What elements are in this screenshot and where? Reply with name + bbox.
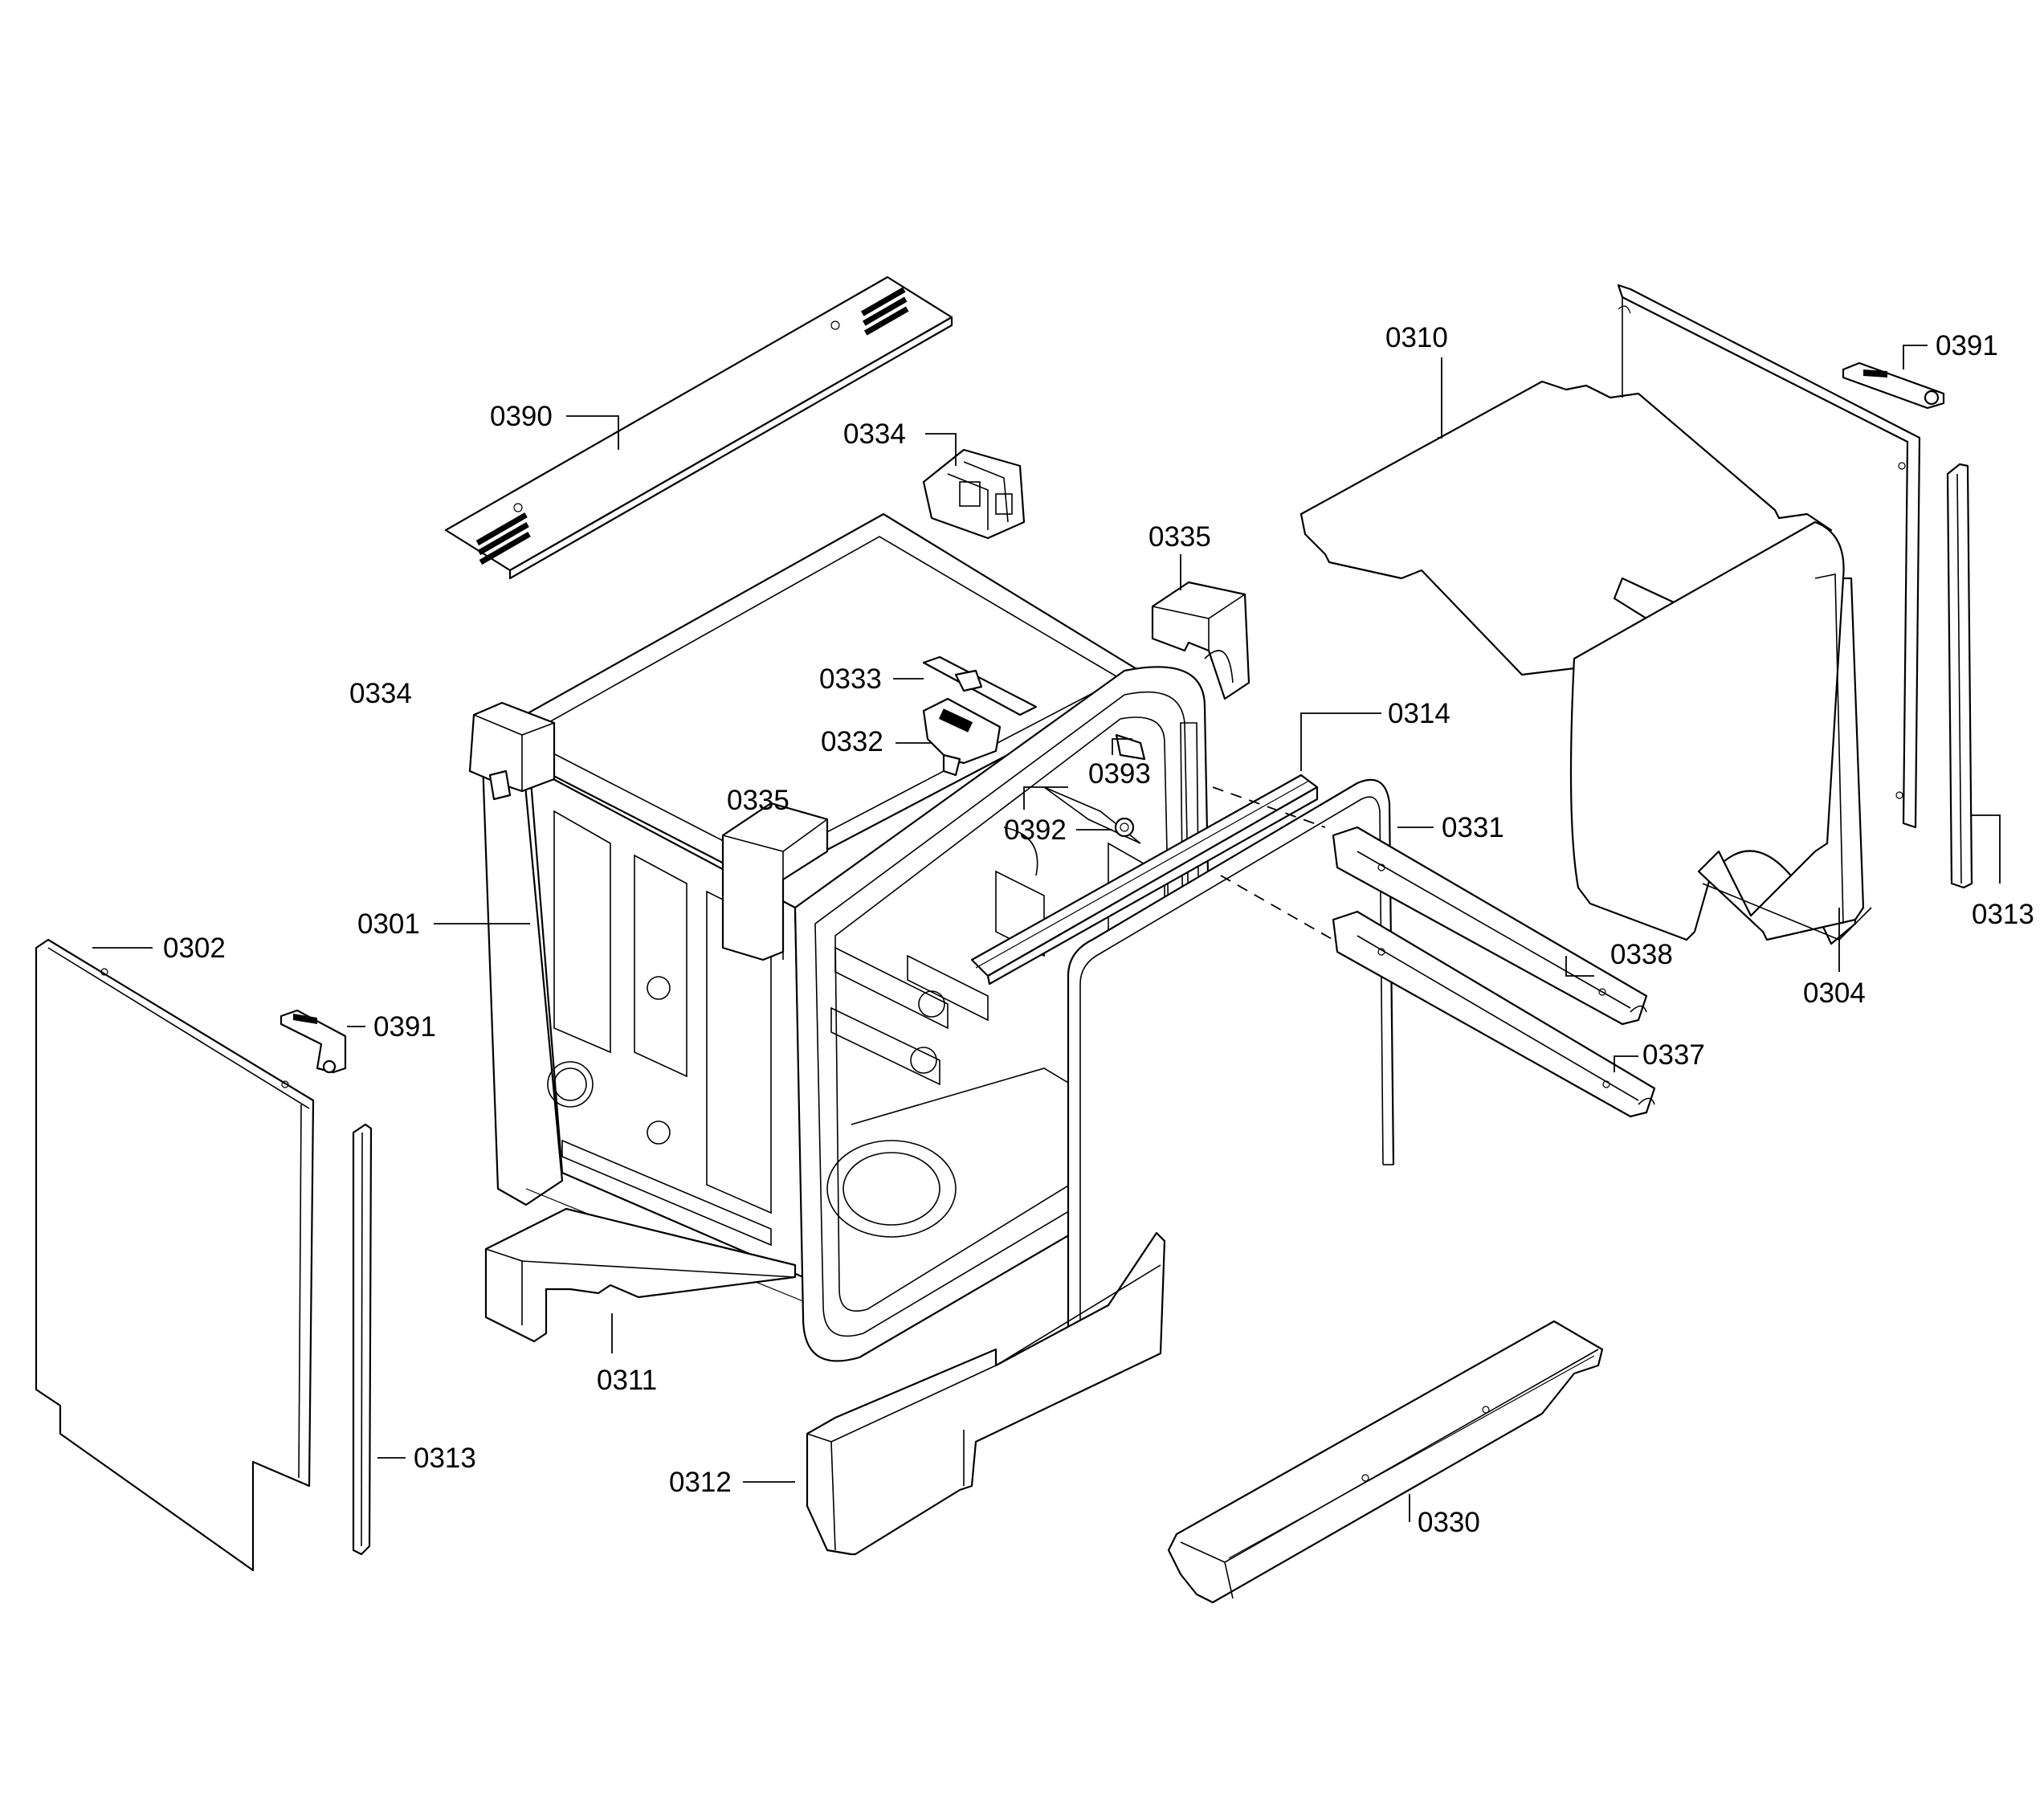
part-0334-left-block xyxy=(468,701,556,801)
callout-0335-right: 0335 xyxy=(1148,521,1211,553)
callout-0311: 0311 xyxy=(597,1365,657,1396)
part-right-side-panel xyxy=(1617,284,1921,829)
callout-0332: 0332 xyxy=(821,726,883,757)
callout-0333: 0333 xyxy=(819,663,882,695)
dashed-guide-1 xyxy=(1212,786,1326,828)
part-0333-rail xyxy=(922,655,1038,716)
part-0302-left-panel xyxy=(35,938,315,1572)
part-0335-left-block xyxy=(721,802,829,961)
callout-0304: 0304 xyxy=(1803,978,1866,1009)
part-0313-left-strip xyxy=(352,1123,373,1556)
callout-0313-left: 0313 xyxy=(414,1443,476,1474)
callout-0312: 0312 xyxy=(669,1467,732,1498)
part-0314-rail xyxy=(970,773,1319,986)
callout-0390: 0390 xyxy=(490,401,553,432)
part-0304-back-insulation xyxy=(1569,520,1872,945)
leader-lines xyxy=(92,345,2001,1522)
part-0338-rack-rail xyxy=(1332,826,1648,1026)
part-0335-right-block xyxy=(1151,581,1250,700)
callout-0310: 0310 xyxy=(1385,322,1448,353)
callout-0314: 0314 xyxy=(1388,698,1450,729)
part-0391-right-bracket xyxy=(1842,361,1945,410)
part-0331-door-seal xyxy=(1067,778,1395,1358)
callout-0335-left: 0335 xyxy=(727,785,789,816)
callout-0302: 0302 xyxy=(163,933,226,964)
dashed-guide-2 xyxy=(1220,875,1334,941)
callout-0313-right: 0313 xyxy=(1972,899,2034,930)
part-0390-top-plate xyxy=(444,276,953,580)
callout-labels: 0390 0334 0334 0335 0335 0333 0332 0393 … xyxy=(163,322,2034,1538)
callout-0331: 0331 xyxy=(1442,812,1504,843)
callout-0334-top: 0334 xyxy=(843,418,906,450)
part-0334-upper-hinge-block xyxy=(922,448,1026,540)
callout-0330: 0330 xyxy=(1418,1507,1480,1538)
part-0313-right-strip xyxy=(1946,463,1973,889)
callout-0338: 0338 xyxy=(1610,939,1673,970)
callout-0391-right: 0391 xyxy=(1936,330,1998,361)
part-0330-toe-kick xyxy=(1167,1320,1604,1604)
callout-0393: 0393 xyxy=(1088,758,1151,790)
part-0332-latch xyxy=(922,697,1002,777)
part-0391-left-bracket xyxy=(279,1009,347,1074)
part-0337-rack-rail xyxy=(1332,910,1656,1118)
part-0311-base-insulation xyxy=(484,1207,797,1343)
callout-0391-left: 0391 xyxy=(373,1011,436,1043)
callout-0334-left: 0334 xyxy=(349,678,412,709)
callout-0392: 0392 xyxy=(1004,814,1067,846)
callout-0337: 0337 xyxy=(1642,1039,1705,1071)
part-0312-front-insulation xyxy=(806,1231,1166,1556)
callout-0301: 0301 xyxy=(357,908,420,940)
